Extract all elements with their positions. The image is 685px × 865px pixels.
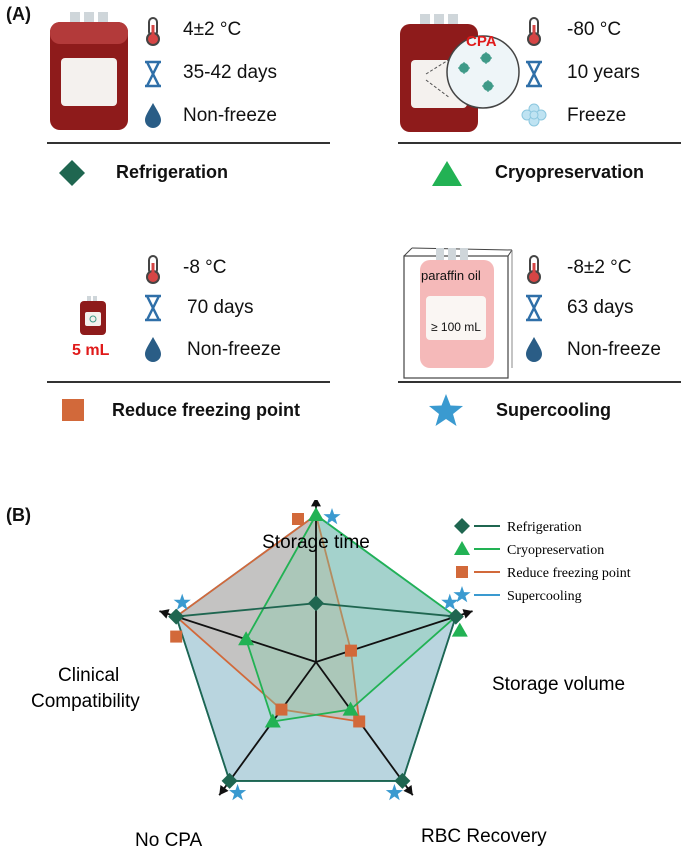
method-refrigeration: Refrigeration (116, 162, 229, 182)
axis-label-clinical: Clinical (58, 665, 119, 686)
cpa-badge: CPA (466, 33, 497, 50)
blood-bag-icon (400, 14, 520, 132)
legend-label: Supercooling (507, 589, 582, 604)
legend-label: Reduce freezing point (507, 566, 631, 581)
axis-label-storage-time: Storage time (262, 532, 370, 553)
storage-temperature: -8 °C (183, 257, 227, 278)
radar-axis (218, 661, 317, 796)
panel-a-label: (A) (6, 4, 31, 24)
marker-reduce-freezing-point (344, 644, 357, 657)
radar-axis (315, 661, 414, 796)
axis-arrow (311, 500, 321, 507)
thermometer-icon (146, 17, 160, 46)
divider (47, 381, 330, 383)
axis-label-no-cpa: No CPA (135, 830, 203, 851)
freeze-state: Non-freeze (183, 105, 277, 126)
legend-marker-refrigeration (454, 518, 470, 534)
marker-supercooling (173, 593, 191, 610)
axis-label-rbc-recovery: RBC Recovery (421, 826, 547, 847)
water-drop-icon (526, 337, 542, 362)
marker-cryopreservation (308, 507, 324, 521)
marker-reduce-freezing-point (170, 630, 183, 643)
water-drop-icon (145, 337, 161, 362)
axis-label-storage-volume: Storage volume (492, 674, 625, 695)
legend-marker-cryopreservation (454, 541, 470, 555)
thermometer-icon (527, 17, 541, 46)
method-cryopreservation: Cryopreservation (495, 162, 645, 182)
freeze-state: Non-freeze (567, 339, 661, 360)
divider (398, 142, 681, 144)
legend-label: Cryopreservation (507, 543, 604, 558)
divider (47, 142, 330, 144)
bag-volume-label: ≥ 100 mL (431, 320, 481, 334)
hourglass-icon (145, 60, 161, 88)
marker-supercooling (229, 783, 247, 801)
marker-refrigeration (447, 608, 464, 625)
method-reduce-freezing-point: Reduce freezing point (112, 400, 301, 420)
thermometer-icon (146, 255, 160, 284)
series-area-refrigeration (174, 602, 458, 782)
storage-duration: 70 days (187, 297, 254, 318)
marker-refrigeration (168, 608, 185, 625)
thermometer-icon (527, 255, 541, 284)
marker-cryopreservation (342, 701, 359, 716)
axis-label-compatibility: Compatibility (31, 691, 140, 712)
storage-temperature: 4±2 °C (183, 19, 242, 40)
hourglass-icon (145, 294, 161, 322)
marker-cryopreservation (451, 622, 468, 637)
marker-supercooling (441, 593, 459, 610)
water-drop-icon (145, 103, 161, 128)
axis-arrow (219, 784, 229, 796)
sample-volume: 5 mL (72, 342, 110, 359)
blood-bag-icon (403, 247, 513, 379)
ice-crystal-icon (521, 103, 547, 127)
hourglass-icon (526, 60, 542, 88)
radar-chart: Storage time Storage volume RBC Recovery… (31, 500, 631, 851)
marker-refrigeration (308, 595, 324, 612)
hourglass-icon (526, 294, 542, 322)
marker-refrigeration (221, 772, 238, 789)
storage-temperature: -80 °C (567, 19, 622, 40)
radar-axis (159, 610, 317, 663)
diamond-icon (59, 160, 85, 186)
axis-arrow (403, 784, 413, 796)
storage-duration: 10 years (567, 62, 640, 83)
marker-refrigeration (394, 772, 411, 789)
marker-supercooling (323, 508, 341, 525)
freeze-state: Freeze (567, 105, 627, 126)
panel-b-label: (B) (6, 505, 31, 525)
series-area-reduce-freezing-point (174, 513, 361, 723)
blood-bag-icon (50, 12, 128, 130)
storage-duration: 35-42 days (183, 62, 278, 83)
freeze-state: Non-freeze (187, 339, 281, 360)
legend-label: Refrigeration (507, 520, 582, 535)
marker-cryopreservation (264, 713, 281, 728)
marker-reduce-freezing-point (275, 703, 288, 716)
legend-marker-supercooling (453, 586, 471, 603)
blood-bag-icon (80, 296, 106, 335)
square-icon (62, 399, 84, 421)
triangle-icon (432, 161, 462, 186)
method-supercooling: Supercooling (496, 400, 612, 420)
star-icon (429, 394, 463, 426)
axis-arrow (159, 609, 170, 619)
bag-top-label: paraffin oil (421, 268, 481, 283)
legend-marker-reduce-freezing-point (456, 566, 468, 578)
marker-cryopreservation (238, 631, 255, 646)
divider (398, 381, 681, 383)
marker-supercooling (385, 783, 403, 801)
storage-temperature: -8±2 °C (567, 257, 632, 278)
marker-reduce-freezing-point (353, 715, 366, 728)
storage-duration: 63 days (567, 297, 634, 318)
marker-reduce-freezing-point (292, 513, 304, 525)
axis-arrow (462, 609, 473, 619)
series-area-cryopreservation (245, 513, 458, 723)
radar-axis (315, 610, 473, 663)
